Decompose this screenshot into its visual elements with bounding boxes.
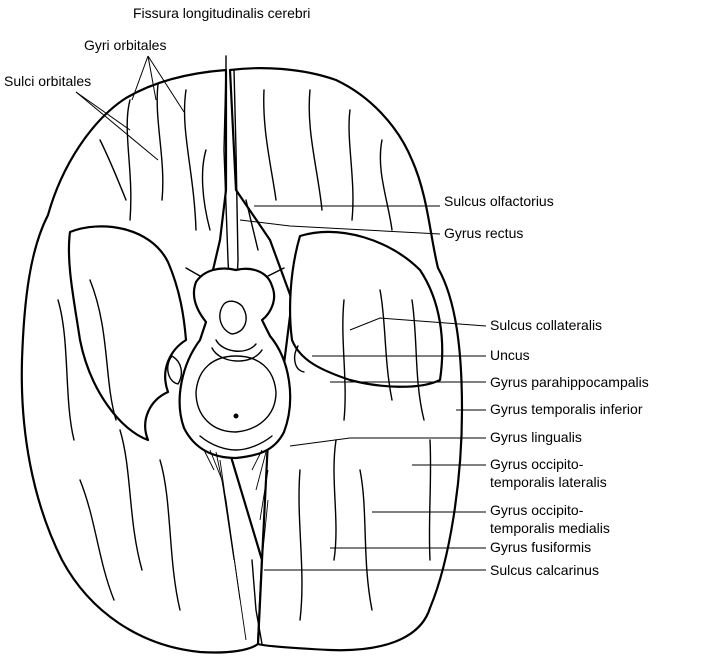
- label-occ-temp-med-2: temporalis medialis: [490, 520, 610, 536]
- label-gyrus-parahippocampalis: Gyrus parahippocampalis: [490, 374, 649, 390]
- label-gyrus-fusiformis: Gyrus fusiformis: [490, 539, 591, 555]
- label-gyrus-rectus: Gyrus rectus: [444, 225, 523, 241]
- sulci-lines: [57, 83, 432, 621]
- temporal-lobes: [67, 225, 444, 442]
- label-gyrus-temporalis-inferior: Gyrus temporalis inferior: [490, 401, 643, 417]
- labels: Fissura longitudinalis cerebri Gyri orbi…: [4, 5, 649, 578]
- label-occ-temp-lat-2: temporalis lateralis: [490, 474, 607, 490]
- label-occ-temp-lat-1: Gyrus occipito-: [490, 456, 584, 472]
- label-gyri-orbitales: Gyri orbitales: [84, 37, 166, 53]
- brainstem: [167, 267, 305, 641]
- label-fissura: Fissura longitudinalis cerebri: [133, 5, 310, 21]
- label-uncus: Uncus: [490, 347, 530, 363]
- label-occ-temp-med-1: Gyrus occipito-: [490, 502, 584, 518]
- cerebellum-hatching: [203, 449, 269, 641]
- label-sulci-orbitales: Sulci orbitales: [4, 73, 91, 89]
- label-sulcus-calcarinus: Sulcus calcarinus: [490, 562, 599, 578]
- leader-lines: [75, 55, 487, 571]
- label-sulcus-collateralis: Sulcus collateralis: [490, 317, 602, 333]
- label-gyrus-lingualis: Gyrus lingualis: [490, 429, 582, 445]
- label-sulcus-olfactorius: Sulcus olfactorius: [444, 193, 554, 209]
